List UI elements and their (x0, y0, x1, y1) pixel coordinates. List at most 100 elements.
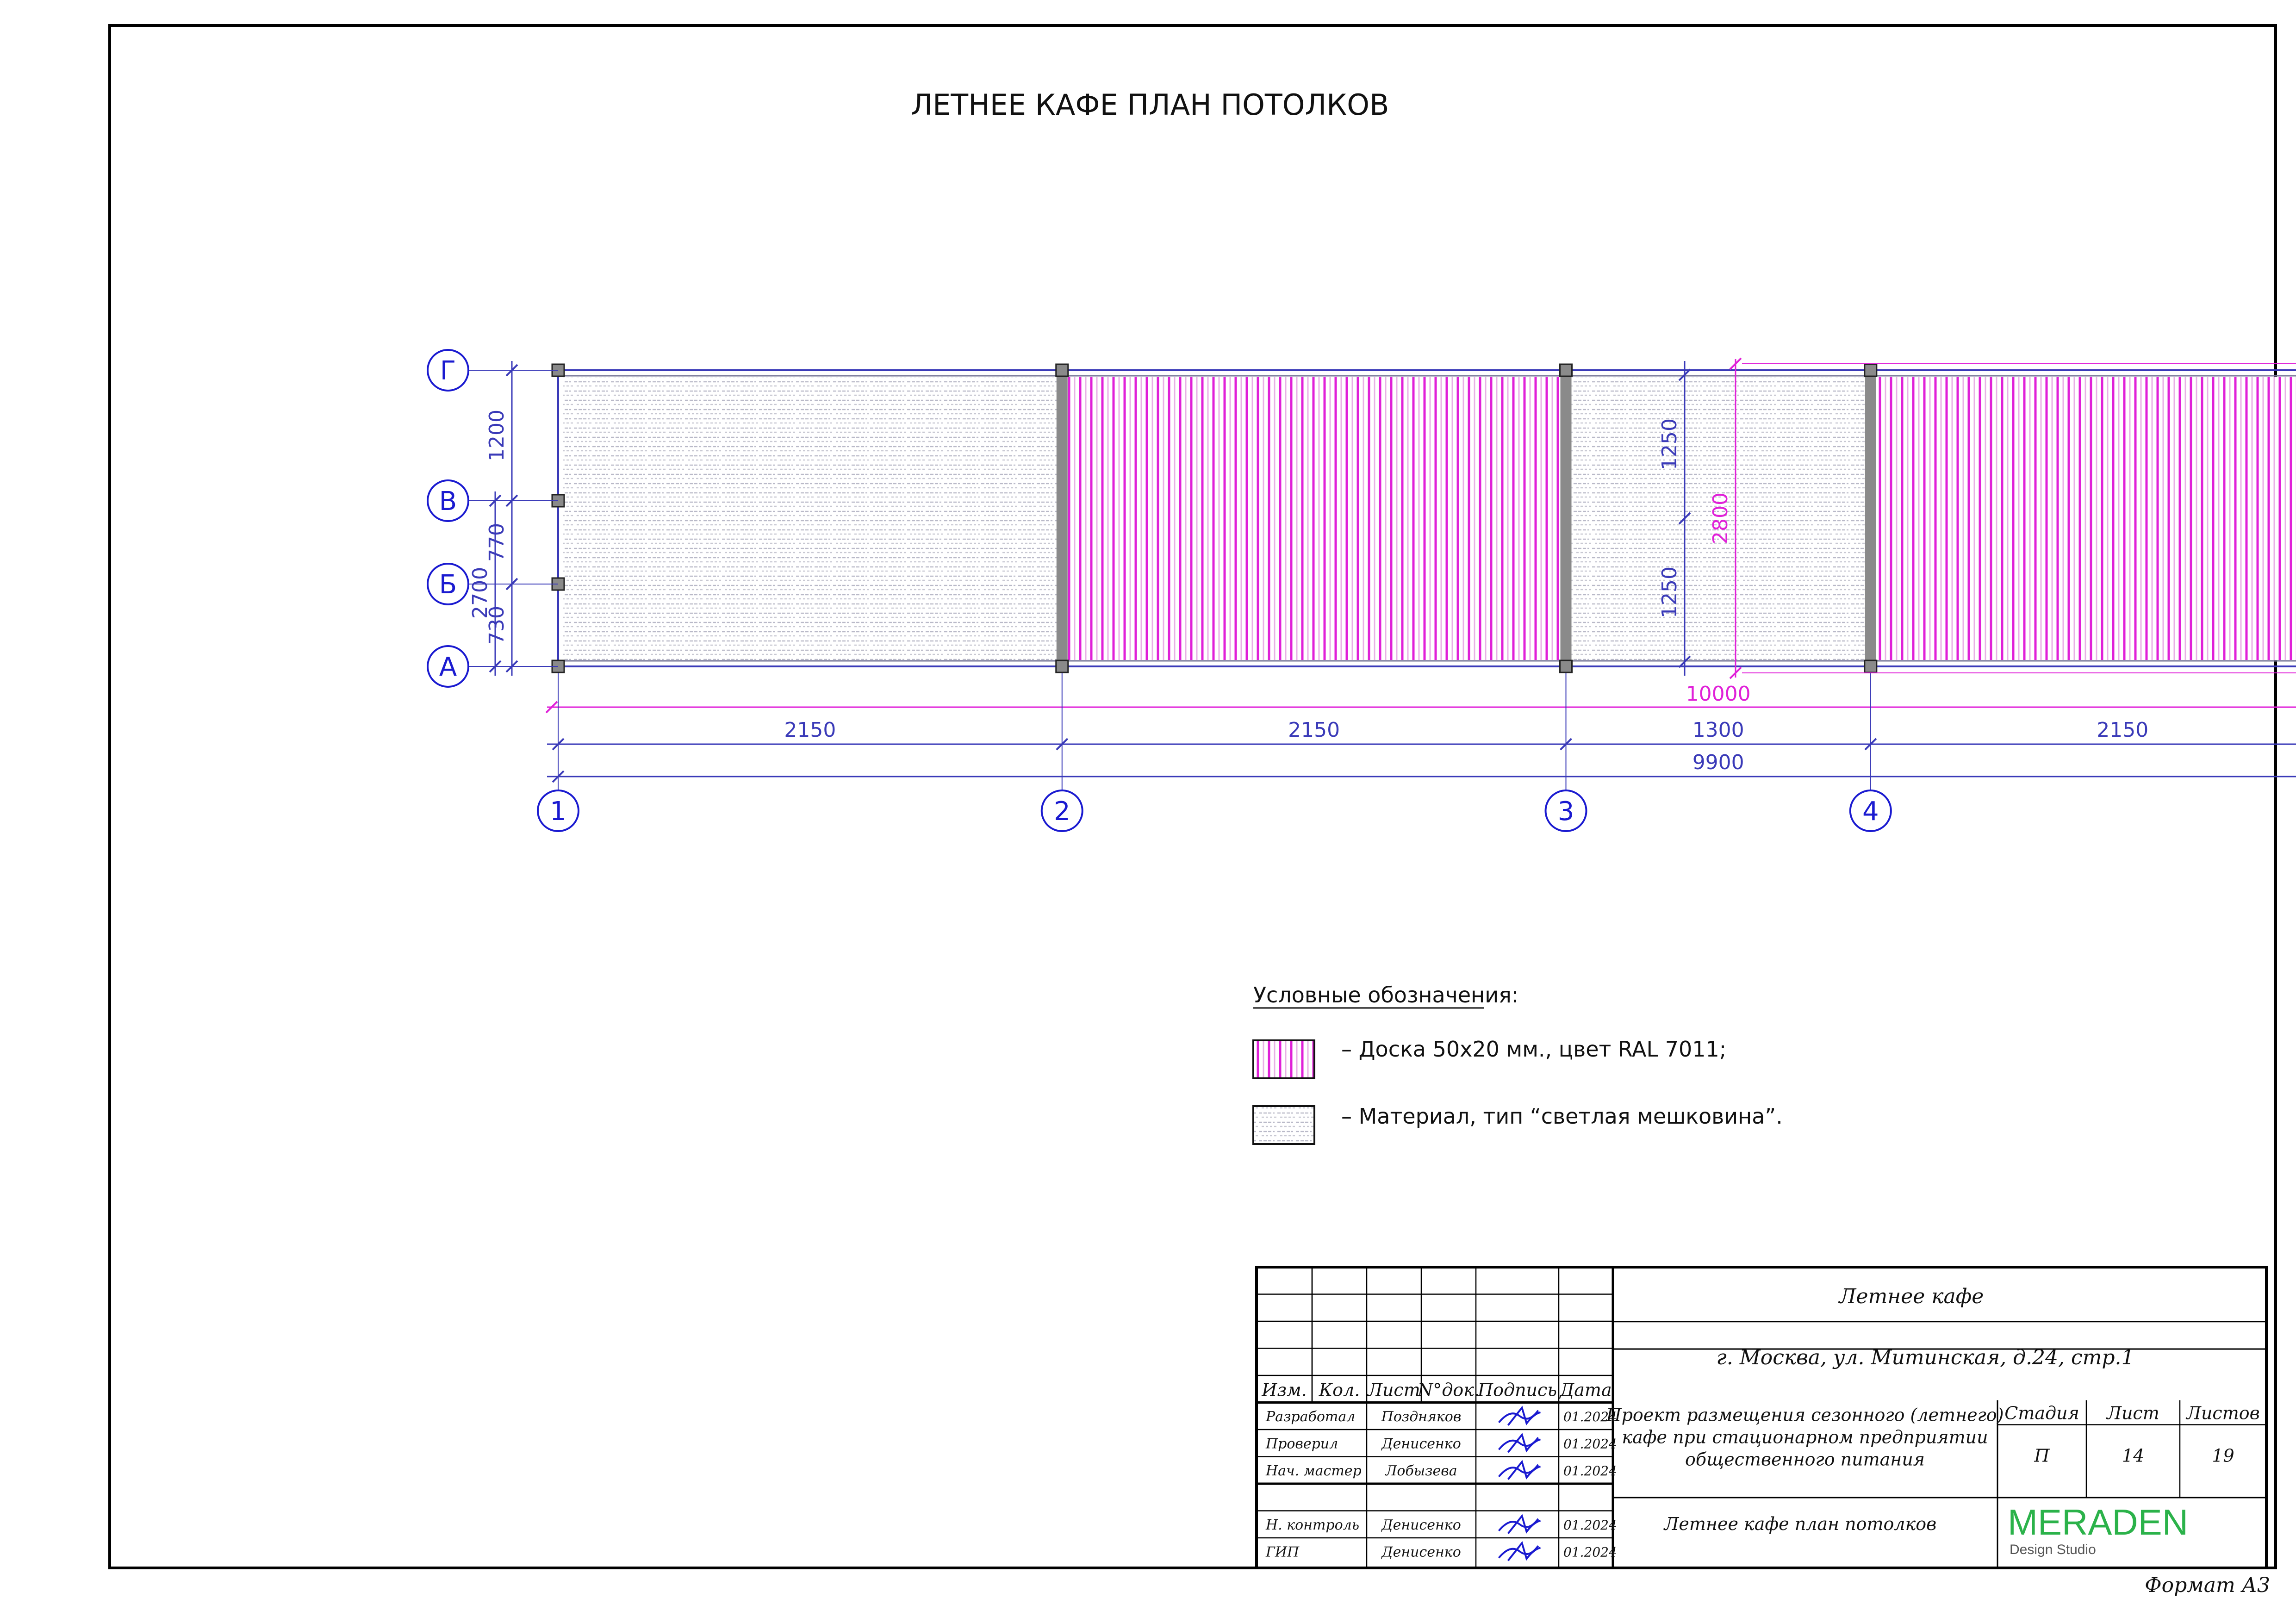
axis-label: 2 (1054, 796, 1070, 827)
dim-left: 1200 (485, 410, 509, 461)
axis-bubble (1040, 790, 1083, 832)
stage-header-cell: Листов (2185, 1403, 2260, 1424)
axis-bubble (427, 645, 469, 688)
stamp-role: Н. контроль (1265, 1517, 1359, 1533)
ceiling-plan: 10000215021501300215021509900123456ГВБА1… (427, 349, 2296, 832)
legend: Условные обозначения: – Доска 50х20 мм.,… (1252, 983, 1783, 1145)
object-name: Летнее кафе (1838, 1285, 1984, 1308)
signature-mark (1498, 1460, 1541, 1480)
dim-tick (1729, 357, 1742, 370)
dim-tick (1678, 512, 1691, 525)
stage-value-cell: П (2034, 1446, 2050, 1466)
signature-mark (1498, 1432, 1541, 1453)
stamp-person-name: Денисенко (1381, 1436, 1461, 1452)
signature-mark (1498, 1405, 1541, 1426)
signature-mark (1498, 1541, 1541, 1561)
company-subtitle: Design Studio (2010, 1542, 2096, 1557)
project-description-line: Проект размещения сезонного (летнего) (1605, 1405, 2004, 1425)
dim-tick (1678, 655, 1691, 668)
column (1559, 659, 1573, 673)
stage-value-cell: 14 (2122, 1446, 2144, 1466)
stamp-date: 01.2024 (1563, 1463, 1617, 1479)
stamp-role: Нач. мастер (1265, 1463, 1362, 1479)
stamp-date: 01.2024 (1563, 1409, 1617, 1424)
stamp-person-name: Лобызева (1384, 1463, 1457, 1479)
bay-boards (1066, 377, 1562, 660)
bay-edge (1056, 370, 1068, 666)
dim-bay: 2150 (1288, 718, 1340, 742)
stamp-role: Разработал (1265, 1409, 1355, 1425)
signature-mark (1498, 1514, 1541, 1534)
axis-label: 4 (1862, 796, 1879, 827)
bay-edge (1865, 370, 1876, 666)
axis-label: А (439, 652, 457, 682)
dim-overall-outer: 10000 (1686, 682, 1751, 706)
axis-label: 3 (1558, 796, 1574, 827)
legend-item-fabric: – Материал, тип “светлая мешковина”. (1341, 1104, 1783, 1129)
stamp-header-cell: N°док. (1417, 1380, 1480, 1400)
legend-item-boards: – Доска 50х20 мм., цвет RAL 7011; (1341, 1037, 1726, 1062)
stamp-date: 01.2024 (1563, 1545, 1617, 1560)
axis-bubble (537, 790, 579, 832)
axis-bubble (1544, 790, 1587, 832)
dim-bay: 2150 (2097, 718, 2148, 742)
axis-bubble (427, 479, 469, 522)
dim-left: 730 (485, 606, 509, 645)
axis-bubble (427, 349, 469, 392)
axis-label: 1 (550, 796, 566, 827)
dim-overall-axes: 9900 (1692, 751, 1744, 774)
axis-label: Б (439, 570, 457, 600)
stamp-person-name: Поздняков (1381, 1409, 1462, 1425)
stamp-date: 01.2024 (1563, 1436, 1617, 1452)
column (1559, 363, 1573, 377)
stamp-role: ГИП (1265, 1544, 1300, 1561)
dim-tick (1678, 368, 1691, 381)
dim-tick (489, 494, 502, 507)
axis-label: В (439, 486, 457, 516)
dim-tick (489, 660, 502, 673)
dim-tick (545, 701, 558, 714)
company-logo: MERADEN (2008, 1502, 2188, 1542)
dim-tick (505, 364, 518, 377)
stamp-frame (1255, 1266, 2268, 1569)
stamp-header-cell: Изм. (1261, 1380, 1307, 1400)
drawing-name: Летнее кафе план потолков (1663, 1514, 1937, 1534)
sheet-frame (108, 24, 2277, 1569)
format-label: Формат А3 (2145, 1573, 2270, 1597)
axis-bubble (1849, 790, 1892, 832)
legend-swatch-fabric (1252, 1105, 1315, 1145)
dim-tick (505, 578, 518, 591)
stamp-header-cell: Дата (1559, 1380, 1612, 1400)
column (1864, 659, 1878, 673)
bay-edge (1560, 370, 1572, 666)
dim-tick (505, 494, 518, 507)
sheet-title: ЛЕТНЕЕ КАФЕ ПЛАН ПОТОЛКОВ (911, 88, 1389, 122)
stage-value-cell: 19 (2212, 1446, 2234, 1466)
axis-bubble (427, 563, 469, 605)
dim-tick (1729, 666, 1742, 679)
column (1864, 363, 1878, 377)
legend-heading: Условные обозначения: (1253, 983, 1518, 1007)
object-address: г. Москва, ул. Митинская, д.24, стр.1 (1716, 1346, 2134, 1369)
dim-bay: 1300 (1692, 718, 1744, 742)
dim-right: 1250 (1658, 566, 1681, 618)
dim-tick (505, 660, 518, 673)
stamp-person-name: Денисенко (1381, 1544, 1461, 1561)
dim-left-total: 2700 (468, 567, 492, 619)
stamp-header-cell: Подпись (1477, 1380, 1557, 1400)
axis-label: Г (440, 356, 456, 386)
plan-outline (557, 369, 2296, 667)
project-description-line: общественного питания (1685, 1449, 1925, 1470)
dim-left: 770 (485, 523, 509, 562)
column (1055, 363, 1069, 377)
stamp-header-cell: Кол. (1319, 1380, 1360, 1400)
bay-fabric (1570, 377, 1866, 660)
column (1055, 659, 1069, 673)
stamp-header-cell: Лист (1367, 1380, 1420, 1400)
stage-header-cell: Лист (2106, 1403, 2159, 1424)
stamp-date: 01.2024 (1563, 1517, 1617, 1533)
stamp-role: Проверил (1265, 1436, 1338, 1452)
legend-swatch-boards (1252, 1039, 1315, 1079)
stage-header-cell: Стадия (2004, 1403, 2079, 1424)
